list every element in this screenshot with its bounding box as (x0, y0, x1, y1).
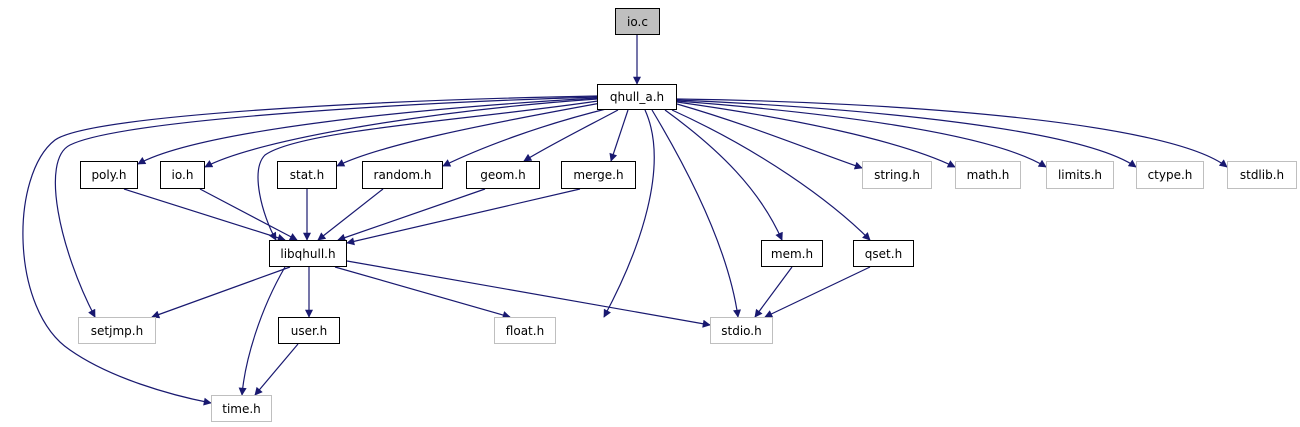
edge-io-h-to-libqhull-h (199, 188, 298, 241)
node-libqhull-h[interactable]: libqhull.h (269, 240, 347, 267)
node-user-h[interactable]: user.h (278, 317, 340, 344)
edge-qhull-a-h-to-stdlib-h (676, 98, 1228, 168)
edge-libqhull-h-to-setjmp-h (151, 266, 291, 319)
edge-qhull-a-h-to-merge-h (609, 109, 629, 162)
node-geom-h[interactable]: geom.h (466, 161, 540, 189)
node-qhull-a-h[interactable]: qhull_a.h (597, 84, 677, 110)
edge-qhull-a-h-to-poly-h (137, 97, 598, 165)
edge-qhull-a-h-to-qset-h (671, 109, 871, 241)
edge-user-h-to-time-h (254, 343, 299, 396)
node-limits-h: limits.h (1046, 161, 1114, 189)
node-merge-h[interactable]: merge.h (561, 161, 636, 189)
edge-qhull-a-h-to-time-h (22, 95, 598, 406)
edge-libqhull-h-to-stdio-h (346, 260, 711, 328)
edge-qhull-a-h-to-random-h (442, 107, 611, 167)
node-io-h[interactable]: io.h (160, 161, 205, 189)
node-math-h: math.h (955, 161, 1021, 189)
node-setjmp-h: setjmp.h (78, 317, 156, 344)
node-stdlib-h: stdlib.h (1227, 161, 1297, 189)
node-ctype-h: ctype.h (1136, 161, 1204, 189)
edge-qhull-a-h-to-setjmp-h (54, 96, 598, 318)
node-io-c: io.c (615, 8, 660, 35)
edge-qhull-a-h-to-string-h (676, 103, 863, 170)
edge-merge-h-to-libqhull-h (346, 188, 581, 246)
edge-qhull-a-h-to-geom-h (523, 109, 619, 162)
edge-qhull-a-h-to-math-h (676, 101, 956, 168)
edge-qhull-a-h-to-ctype-h (676, 99, 1137, 168)
node-time-h: time.h (211, 395, 272, 422)
edge-qhull-a-h-to-mem-h (664, 109, 783, 241)
edge-mem-h-to-stdio-h (754, 266, 793, 318)
edge-poly-h-to-libqhull-h (123, 188, 286, 242)
node-poly-h[interactable]: poly.h (80, 161, 138, 189)
node-stdio-h: stdio.h (710, 317, 773, 344)
node-stat-h[interactable]: stat.h (277, 161, 337, 189)
edge-random-h-to-libqhull-h (317, 188, 384, 241)
edge-qset-h-to-stdio-h (764, 266, 871, 318)
edge-qhull-a-h-to-stat-h (336, 102, 602, 167)
node-qset-h[interactable]: qset.h (853, 240, 914, 267)
node-string-h: string.h (862, 161, 932, 189)
edge-libqhull-h-to-float-h (334, 266, 511, 319)
edge-qhull-a-h-to-io-h (204, 98, 598, 168)
node-random-h[interactable]: random.h (362, 161, 443, 189)
node-float-h: float.h (494, 317, 556, 344)
edge-qhull-a-h-to-limits-h (676, 100, 1047, 168)
edge-libqhull-h-to-time-h (238, 266, 286, 396)
edge-qhull-a-h-to-libqhull-h (257, 100, 599, 241)
edge-geom-h-to-libqhull-h (337, 188, 486, 242)
edge-qhull-a-h-to-stdio-h (651, 109, 741, 318)
edge-qhull-a-h-to-float-h (603, 109, 655, 318)
node-mem-h[interactable]: mem.h (761, 240, 823, 267)
